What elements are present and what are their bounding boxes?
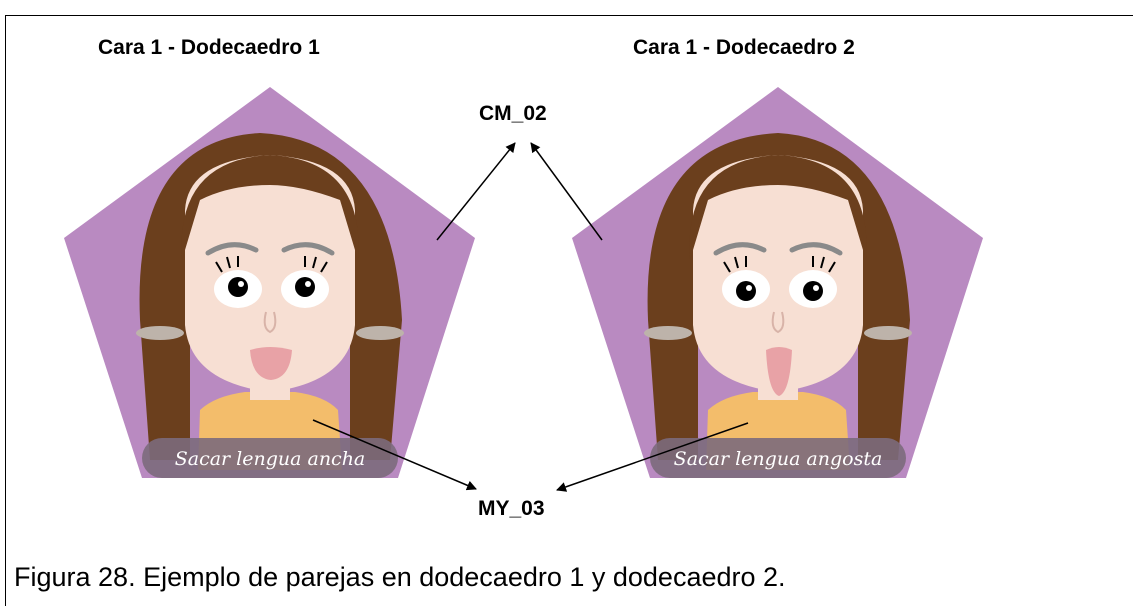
bangs-1 — [181, 155, 359, 260]
brow-right-1 — [281, 242, 335, 256]
face-label-2: Sacar lengua angosta — [674, 448, 883, 470]
lashes-right-2 — [812, 256, 836, 273]
face-skin-2 — [693, 155, 863, 392]
code-label-top: CM_02 — [479, 102, 547, 125]
lashes-right-1 — [304, 256, 328, 273]
ear-stripe-left-2 — [644, 326, 692, 340]
nose-1 — [263, 311, 277, 334]
pupil-left-2 — [736, 281, 756, 301]
tongue-2 — [766, 347, 792, 396]
label-pill-2 — [650, 438, 906, 478]
tongue-1 — [250, 347, 292, 380]
arrow-face2-to-cm — [530, 142, 603, 241]
nose-2 — [771, 311, 785, 334]
face-title-1: Cara 1 - Dodecaedro 1 — [98, 36, 320, 59]
pupil-right-1 — [295, 277, 315, 297]
arrow-face2-to-my — [556, 422, 749, 492]
face-card-1: Sacar lengua ancha — [64, 87, 475, 478]
brow-right-2 — [789, 242, 843, 256]
ear-stripe-right-2 — [864, 326, 912, 340]
ear-stripe-left-1 — [136, 326, 184, 340]
pupil-left-1 — [228, 277, 248, 297]
face-label-1: Sacar lengua ancha — [175, 448, 366, 470]
top-rule — [1016, 15, 1133, 16]
lashes-left-1 — [215, 256, 239, 273]
face-skin-1 — [185, 155, 355, 392]
brow-left-2 — [713, 242, 767, 256]
code-label-bottom: MY_03 — [478, 497, 545, 520]
ear-stripe-right-1 — [356, 326, 404, 340]
arrow-face1-to-my — [312, 419, 477, 491]
figure-caption: Figura 28. Ejemplo de parejas en dodecae… — [14, 562, 786, 592]
bangs-2 — [689, 155, 867, 260]
face-card-2: Sacar lengua angosta — [572, 87, 983, 478]
lashes-left-2 — [723, 256, 747, 273]
label-pill-1 — [142, 438, 398, 478]
pupil-right-2 — [803, 281, 823, 301]
figure-frame — [5, 15, 1016, 606]
face-title-2: Cara 1 - Dodecaedro 2 — [633, 36, 855, 59]
brow-left-1 — [205, 242, 259, 256]
arrow-face1-to-cm — [436, 142, 516, 241]
